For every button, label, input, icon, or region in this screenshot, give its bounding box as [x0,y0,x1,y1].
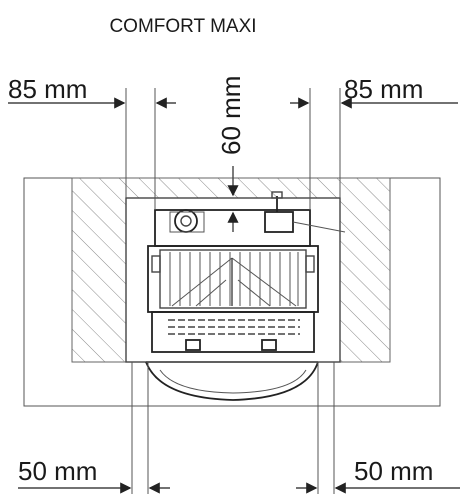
dimension-label-bottom-left: 50 mm [18,456,97,486]
extension-lines [125,88,341,494]
dimension-label-top-right: 85 mm [344,74,423,104]
diagram-title: COMFORT MAXI [109,16,256,37]
flue-outlet-icon [174,209,198,233]
fireplace-insert [145,191,346,401]
air-inlet-fitting [264,211,294,233]
dimension-label-bottom-right: 50 mm [354,456,433,486]
dimension-label-top-left: 85 mm [8,74,87,104]
dimension-label-center-top: 60 mm [216,76,246,155]
